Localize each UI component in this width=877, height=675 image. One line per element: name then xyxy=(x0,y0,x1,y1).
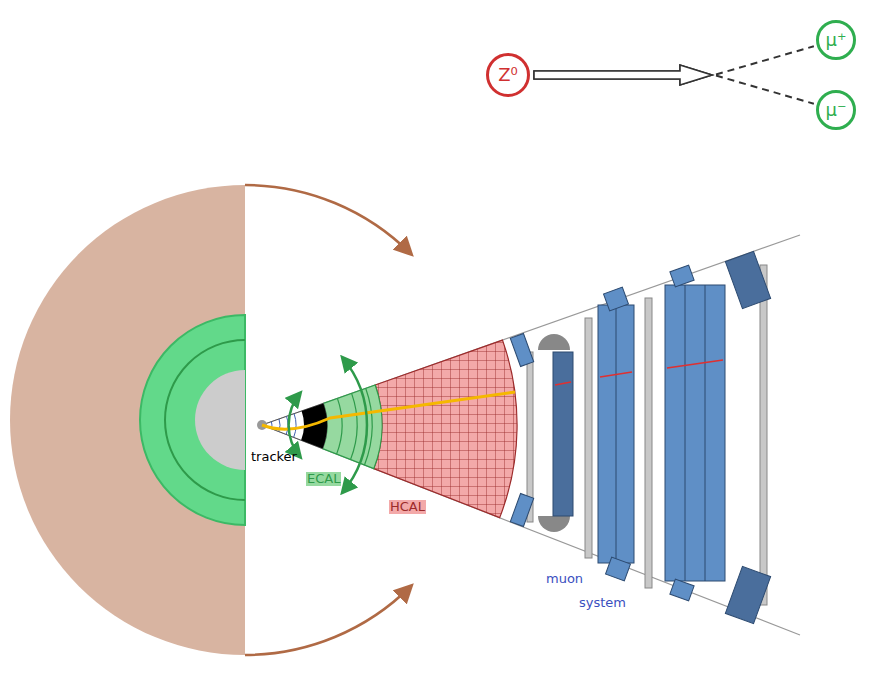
particle-circle: μ⁻ xyxy=(816,90,856,130)
tracker-layers xyxy=(271,414,296,438)
part-label: tracker xyxy=(250,450,298,464)
decay-arrow xyxy=(534,46,814,85)
tracker-sector xyxy=(262,403,327,448)
muon-system xyxy=(510,251,770,623)
muon-track xyxy=(262,392,515,429)
field-arrow-green xyxy=(342,358,367,493)
hcal-grid xyxy=(374,340,517,517)
decay-arrow xyxy=(534,65,814,104)
part-label: muon xyxy=(545,572,584,586)
boson-circle: Z⁰ xyxy=(486,53,530,97)
particle-symbol: μ⁻ xyxy=(826,101,847,119)
field-arrow xyxy=(245,185,411,254)
calorimeter-ring xyxy=(140,315,245,525)
part-label: ECAL xyxy=(306,472,341,486)
field-arrow-green xyxy=(289,393,301,457)
particle-circle: μ⁺ xyxy=(816,20,856,60)
particle-symbol: μ⁺ xyxy=(826,31,847,49)
part-label: system xyxy=(578,596,627,610)
part-label: HCAL xyxy=(389,500,426,514)
magnet-return-yoke xyxy=(10,185,245,655)
ecal-sector xyxy=(323,385,382,469)
calorimeter-boundary xyxy=(165,340,245,500)
hcal-sector xyxy=(374,340,517,517)
inner-region xyxy=(195,370,245,470)
field-arrow xyxy=(245,586,411,655)
particle-symbol: Z⁰ xyxy=(498,66,518,84)
